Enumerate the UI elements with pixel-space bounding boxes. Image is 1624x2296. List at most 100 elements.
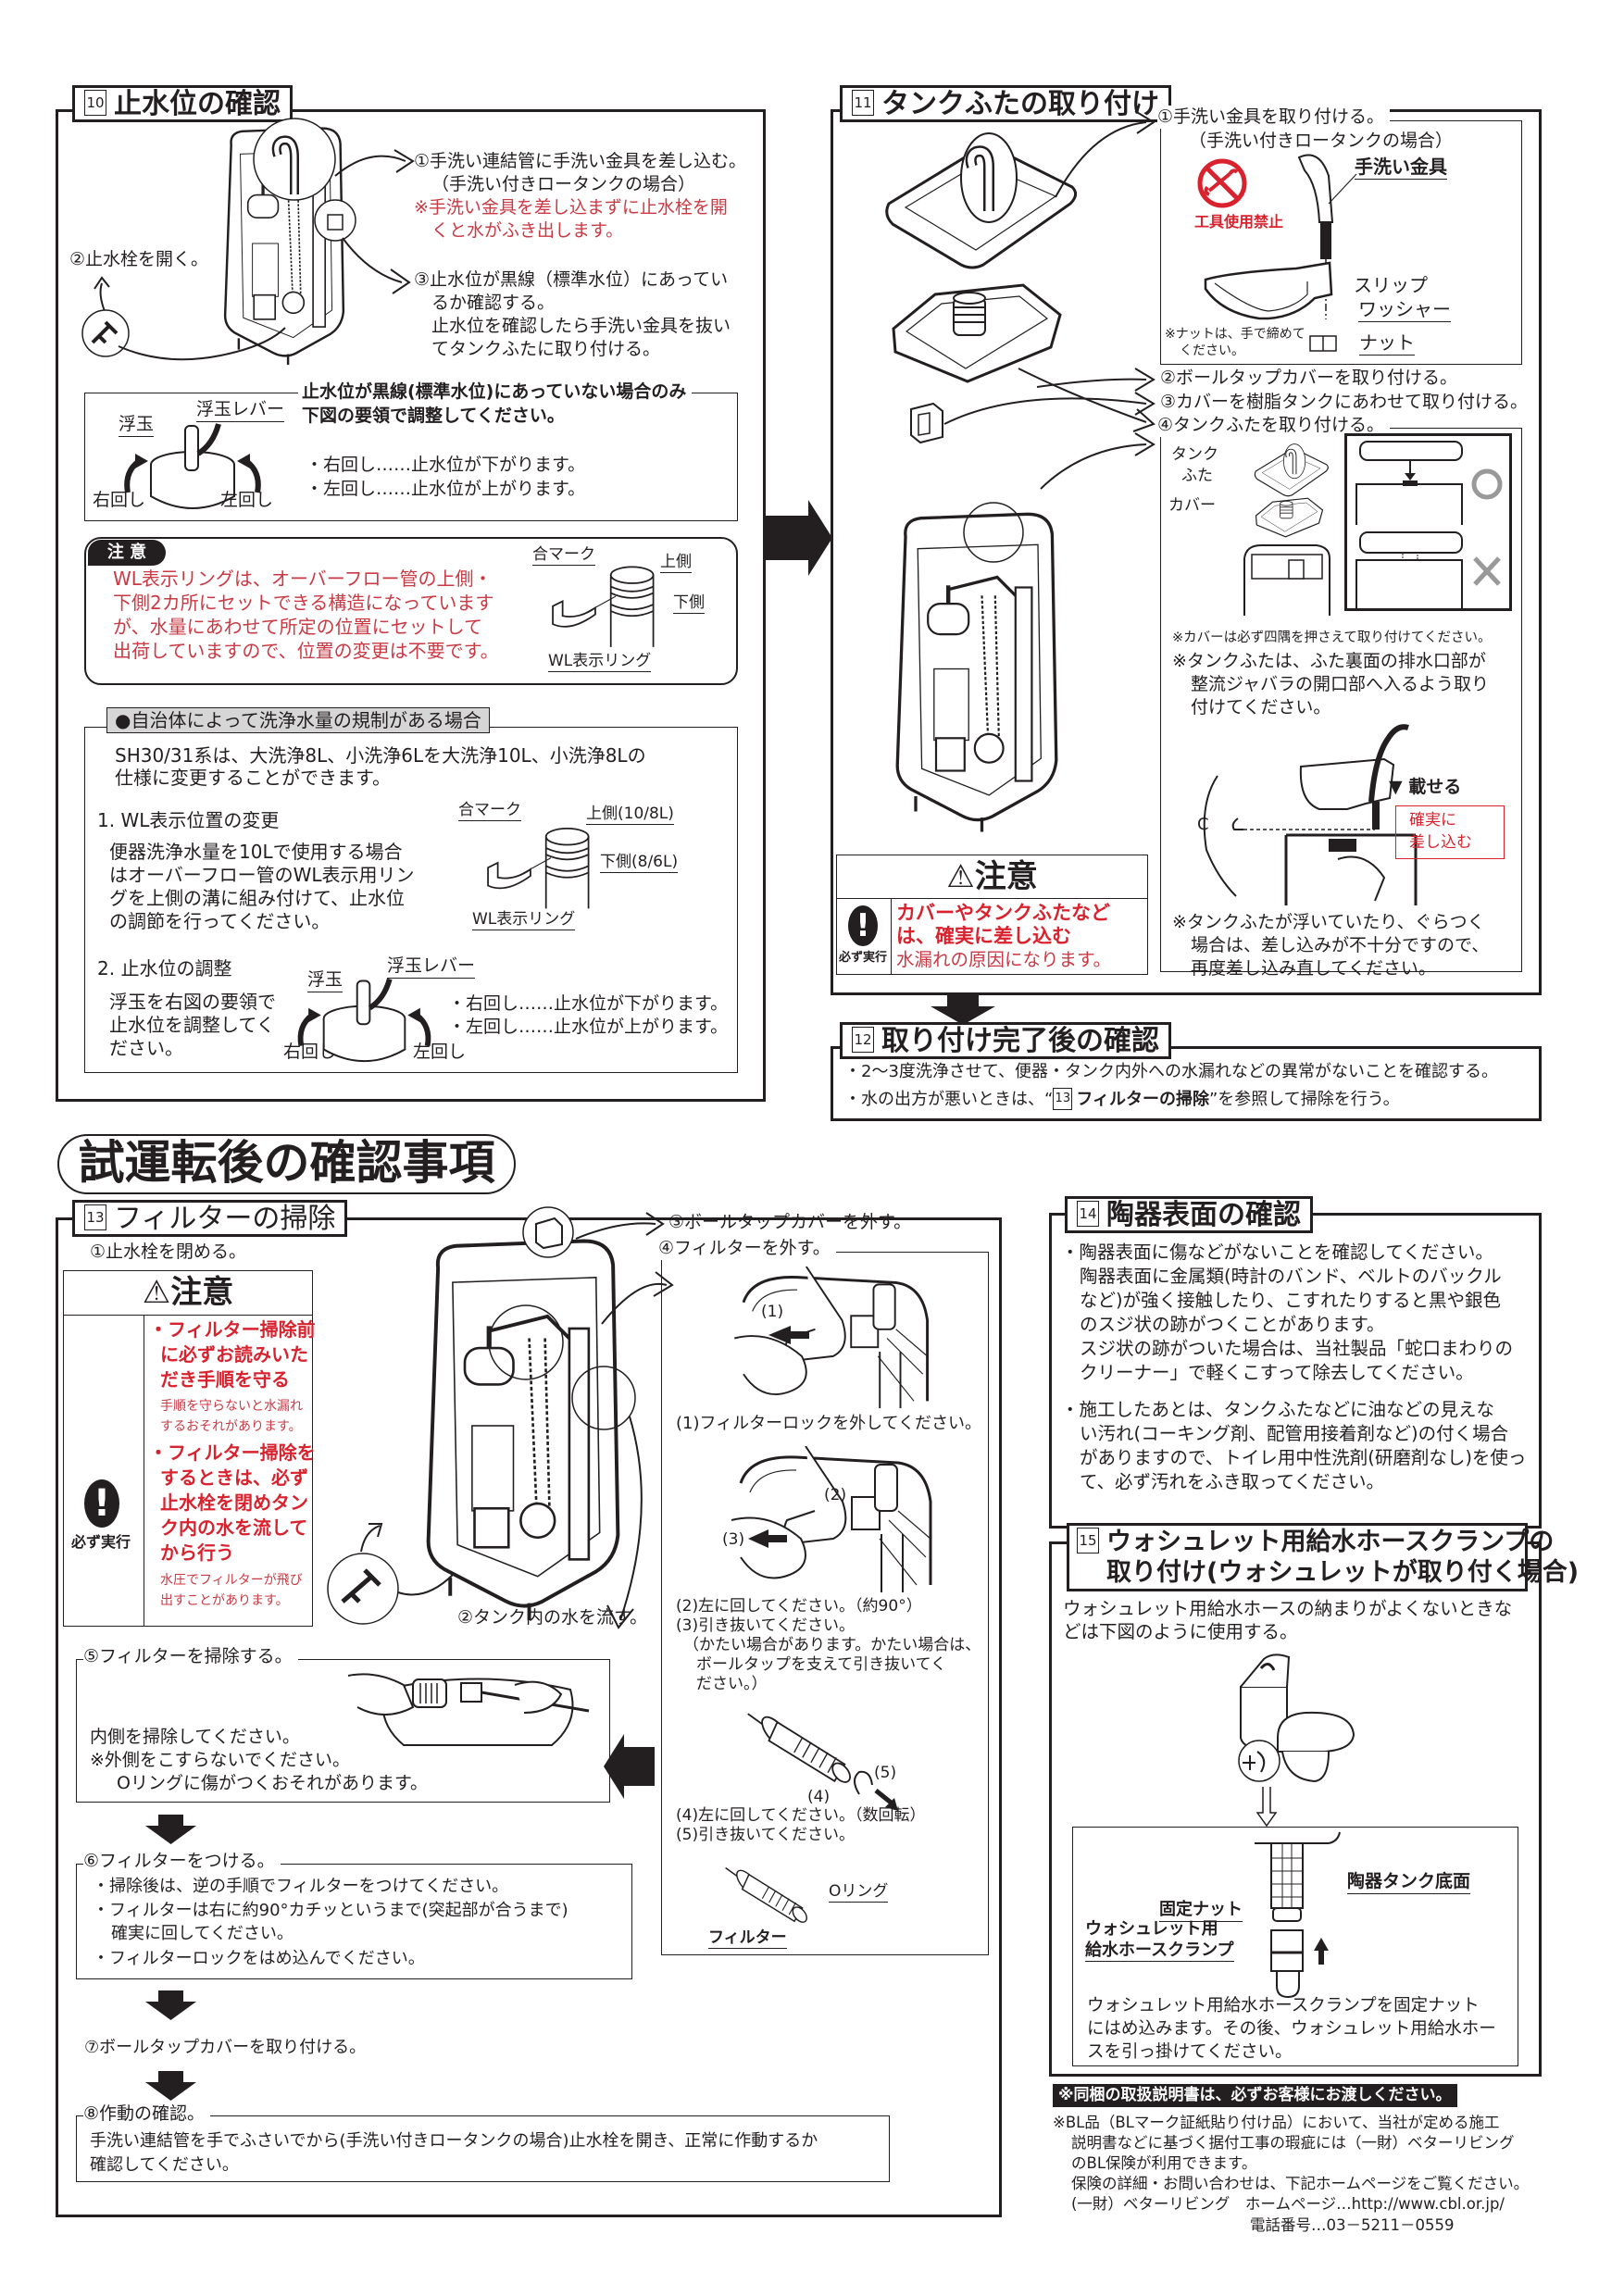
callout-arrow-icon xyxy=(334,149,415,177)
caution-text: が、水量にあわせて所定の位置にセットして xyxy=(113,616,482,638)
float-label: 浮玉 xyxy=(307,968,344,992)
washlet-intro: ウォシュレット用給水ホースの納まりがよくないときな xyxy=(1063,1598,1513,1619)
filter-removal-substep: (4)左に回してください。（数回転） xyxy=(676,1806,926,1825)
float-lever-label: 浮玉レバー xyxy=(196,398,285,422)
ref-suffix: ”を参照して掃除を行う。 xyxy=(1208,1090,1400,1109)
filter-attach-text: 確実に回してください。 xyxy=(111,1924,294,1943)
ceramic-check-text: がありますので、トイレ用中性洗剤(研磨剤なし)を使っ xyxy=(1080,1447,1527,1468)
adjust-bullet: ・右回し……止水位が下がります。 xyxy=(448,993,729,1014)
filter-attach-box xyxy=(76,1864,632,1979)
cover-label: カバー xyxy=(1168,496,1216,515)
callout-arrow-icon xyxy=(342,237,411,294)
caution-bold: に必ずお読みいた xyxy=(160,1343,308,1366)
tank-cover-illustration xyxy=(1255,497,1324,538)
ball-tap-cover-illustration xyxy=(910,402,943,444)
bl-insurance-note: 説明書などに基づく据付工事の瑕疵には（一財）ベターリビング xyxy=(1071,2134,1515,2152)
tank-bottom-label: 陶器タンク底面 xyxy=(1347,1870,1471,1894)
filter-cleaning-illustration xyxy=(347,1673,590,1746)
lid-note: 付けてください。 xyxy=(1191,697,1331,718)
item-1-title: 1. WL表示位置の変更 xyxy=(97,809,280,831)
section-title-text: 止水位の確認 xyxy=(114,88,281,120)
mandatory-label: 必ず実行 xyxy=(839,951,888,965)
stop-valve-illustration xyxy=(327,1523,455,1625)
lid-note-2: 場合は、差し込みが不十分ですので、 xyxy=(1191,935,1490,955)
adjust-heading: 下図の要領で調整してください。 xyxy=(302,406,565,426)
filter-attach-title: ⑥フィルターをつける。 xyxy=(83,1850,281,1873)
tank-lid-label: タンク xyxy=(1171,445,1218,464)
filter-cleaning-text: Oリングに傷がつくおそれがあります。 xyxy=(117,1773,429,1793)
caution-note: 手順を守らないと水漏れ xyxy=(160,1399,303,1414)
step-label: (2) xyxy=(824,1486,847,1504)
ref-section-number: 13 xyxy=(1053,1088,1073,1110)
hollow-arrow-down-icon xyxy=(1255,1787,1278,1828)
arrow-down-icon xyxy=(145,1990,196,2020)
step-3-text: 止水位を確認したら手洗い金具を抜い xyxy=(431,316,731,336)
step-label: (4) xyxy=(807,1788,831,1806)
exclamation-icon: ! xyxy=(848,905,878,946)
caution-bold: するときは、必ず xyxy=(160,1466,308,1489)
filter-cleaning-text: ※外側をこすらないでください。 xyxy=(90,1750,350,1770)
exclamation-icon: ! xyxy=(84,1479,119,1528)
hose-clamp-detail-box xyxy=(1072,1827,1518,2066)
step-3-text: ③止水位が黒線（標準水位）にあってい xyxy=(414,269,729,290)
caution-text: 出荷していますので、位置の変更は不要です。 xyxy=(113,640,499,662)
filter-removal-title: ④フィルターを外す。 xyxy=(658,1237,836,1260)
step-label: (5) xyxy=(874,1764,897,1782)
section-title-line: 取り付け(ウォシュレットが取り付く場合) xyxy=(1106,1558,1580,1587)
municipal-intro: 仕様に変更することができます。 xyxy=(115,767,391,789)
filter-removal-substep: (3)引き抜いてください。 xyxy=(676,1616,856,1635)
caution-note: するおそれがあります。 xyxy=(160,1419,302,1434)
completion-check-text: ・2～3度洗浄させて、便器・タンク内外への水漏れなどの異常がないことを確認する。 xyxy=(844,1062,1499,1081)
insert-callout: 確実に 差し込む xyxy=(1395,805,1505,859)
section-title-line: ウォシュレット用給水ホースクランプの xyxy=(1106,1528,1555,1556)
hose-clamp-desc: ウォシュレット用給水ホースクランプを固定ナット xyxy=(1087,1996,1480,2015)
handwash-faucet-illustration xyxy=(1297,154,1357,319)
float-lever-label: 浮玉レバー xyxy=(387,955,476,979)
filter-removal-substep: （かたい場合があります。かたい場合は、 xyxy=(683,1636,981,1654)
adjust-bullet: ・右回し……止水位が下がります。 xyxy=(306,455,586,475)
lid-note-2: 再度差し込み直してください。 xyxy=(1191,958,1436,979)
lower-side-label: 下側(8/6L) xyxy=(600,853,679,873)
caution-text: WL表示リングは、オーバーフロー管の上側・ xyxy=(113,568,493,590)
section-title-text: 取り付け完了後の確認 xyxy=(881,1025,1159,1057)
filter-attach-text: ・フィルターは右に約90°カチッというまで(突起部が合うまで) xyxy=(93,1901,568,1920)
o-ring-label: Oリング xyxy=(829,1882,889,1903)
callout-arrows xyxy=(943,110,1156,490)
item-2-text: 浮玉を右図の要領で xyxy=(109,991,276,1013)
arrow-down-icon xyxy=(931,995,995,1025)
tank-illustration xyxy=(389,1231,636,1620)
filter-cleaning-title: ⑤フィルターを掃除する。 xyxy=(83,1645,298,1668)
step-7-text: ⑦ボールタップカバーを取り付ける。 xyxy=(84,2038,367,2057)
step-1-warning: ※手洗い金具を差し込まずに止水栓を開 xyxy=(414,197,728,218)
section-number: 13 xyxy=(84,1204,106,1230)
tank-illustration xyxy=(223,118,356,365)
fixing-nut-label: 固定ナット xyxy=(1159,1898,1243,1922)
tank-top-illustration xyxy=(1243,544,1330,616)
item-2-text: ださい。 xyxy=(109,1037,183,1059)
lid-note-2: ※タンクふたが浮いていたり、ぐらつく xyxy=(1172,912,1485,932)
tank-lid-illustration xyxy=(1245,443,1338,500)
step-3-text: るか確認する。 xyxy=(431,293,556,313)
wl-ring-label: WL表示リング xyxy=(548,652,652,672)
operation-check-title: ⑧作動の確認。 xyxy=(83,2103,211,2126)
step-1-text: ①止水栓を閉める。 xyxy=(90,1242,247,1262)
lid-install-title: ④タンクふたを取り付ける。 xyxy=(1157,414,1391,437)
bl-insurance-note: ※BL品（BLマーク証紙貼り付け品）において、当社が定める施工 xyxy=(1053,2114,1500,2131)
filter-removal-substep: (1)フィルターロックを外してください。 xyxy=(676,1414,982,1433)
warning-box: ⚠注意 ! 必ず実行 カバーやタンクふたなど は、確実に差し込む 水漏れの原因に… xyxy=(836,855,1148,975)
filter-caution-box: ⚠注意 ! 必ず実行 ・フィルター掃除前 に必ずお読みいた だき手順を守る 手順… xyxy=(63,1270,316,1627)
caution-bold: ・フィルター掃除前 xyxy=(149,1318,316,1341)
filter-lock-removal-illustration xyxy=(732,1267,930,1410)
filter-label: フィルター xyxy=(708,1928,787,1949)
caution-note: 出すことがあります。 xyxy=(160,1593,289,1608)
nut-label: ナット xyxy=(1359,331,1415,356)
bl-contact-phone: 電話番号…03－5211－0559 xyxy=(1250,2216,1455,2234)
lid-note: ※タンクふたは、ふた裏面の排水口部が xyxy=(1172,651,1486,671)
section-title-text: フィルターの掃除 xyxy=(114,1203,336,1235)
